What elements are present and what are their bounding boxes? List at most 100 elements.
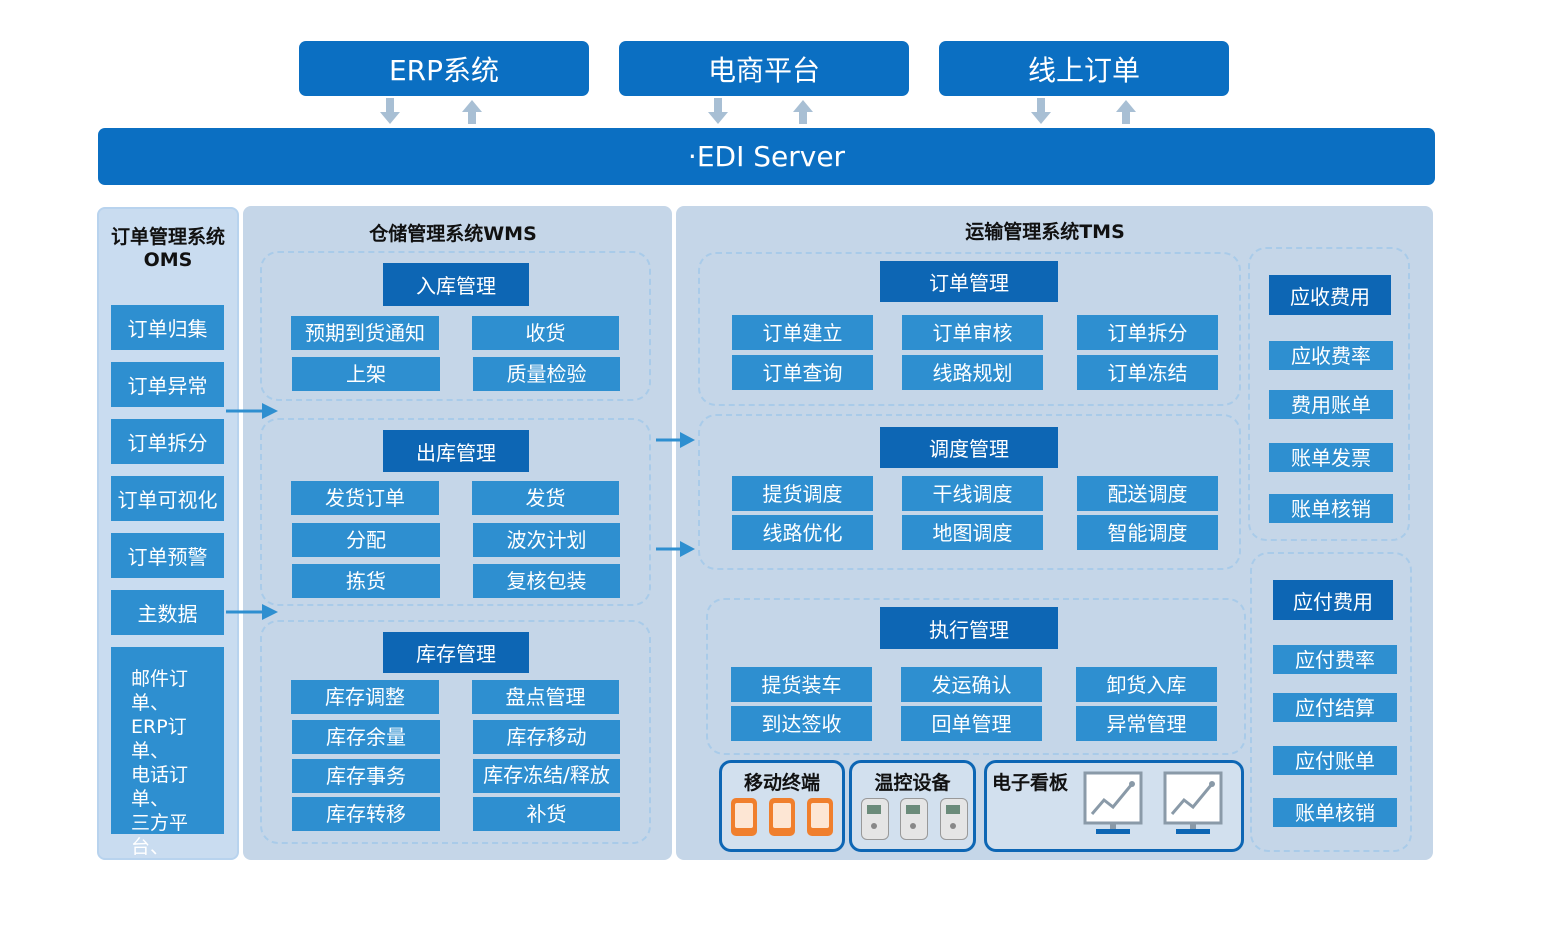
oms-item: 订单归集 <box>111 305 224 350</box>
phone-icon <box>731 798 757 836</box>
tms-dispatch-header: 调度管理 <box>880 427 1058 468</box>
tms-cell: 订单拆分 <box>1077 315 1218 350</box>
receivable-group <box>1248 247 1410 541</box>
down-arrow-icon <box>708 98 728 124</box>
tms-cell: 到达签收 <box>731 706 872 741</box>
wms-cell: 库存转移 <box>292 797 440 831</box>
oms-title-line2: OMS <box>143 249 193 271</box>
temperature-sensor-icon <box>940 798 968 840</box>
tms-order-header: 订单管理 <box>880 261 1058 302</box>
mobile-terminal-title: 移动终端 <box>743 772 820 794</box>
tms-cell: 卸货入库 <box>1076 667 1217 702</box>
oms-item: 订单异常 <box>111 362 224 407</box>
temperature-sensor-icon <box>900 798 928 840</box>
wms-cell: 库存余量 <box>292 720 440 754</box>
oms-title: 订单管理系统 OMS <box>97 226 239 272</box>
tms-cell: 订单建立 <box>732 315 873 350</box>
payable-item: 账单核销 <box>1273 798 1397 827</box>
wms-cell: 分配 <box>292 523 440 557</box>
tms-cell: 地图调度 <box>902 515 1043 550</box>
wms-cell: 质量检验 <box>473 357 620 391</box>
order-source: 三方平台、 <box>131 812 189 858</box>
up-arrow-icon <box>793 100 813 124</box>
down-arrow-icon <box>1031 98 1051 124</box>
tms-cell: 订单冻结 <box>1077 355 1218 390</box>
payable-group <box>1250 552 1412 852</box>
monitor-chart-icon <box>1163 771 1223 834</box>
up-arrow-icon <box>1116 100 1136 124</box>
tms-cell: 线路规划 <box>902 355 1043 390</box>
tms-cell: 配送调度 <box>1077 476 1218 511</box>
tms-execution-group <box>706 598 1246 755</box>
tms-cell: 异常管理 <box>1076 706 1217 741</box>
oms-item: 订单预警 <box>111 533 224 578</box>
tms-cell: 发运确认 <box>901 667 1042 702</box>
order-source: 电话订单、 <box>131 764 189 810</box>
order-source: 邮件订单、 <box>131 668 189 714</box>
payable-header: 应付费用 <box>1273 580 1393 620</box>
oms-item: 订单拆分 <box>111 419 224 464</box>
wms-cell: 库存移动 <box>473 720 620 754</box>
phone-icon <box>769 798 795 836</box>
wms-outbound-group <box>260 418 651 606</box>
monitor-chart-icon <box>1083 771 1143 834</box>
phone-icon <box>807 798 833 836</box>
payable-item: 应付账单 <box>1273 746 1397 775</box>
receivable-item: 账单核销 <box>1269 494 1393 523</box>
edi-server-bar: ·EDI Server <box>98 128 1435 185</box>
down-arrow-icon <box>380 98 400 124</box>
right-arrow-icon <box>656 541 695 557</box>
dashboard-board-title: 电子看板 <box>992 772 1069 794</box>
receivable-item: 应收费率 <box>1269 341 1393 370</box>
wms-outbound-header: 出库管理 <box>383 430 529 472</box>
wms-inventory-group <box>260 620 651 844</box>
erp-system-box: ERP系统 <box>299 41 589 96</box>
wms-cell: 预期到货通知 <box>291 316 439 350</box>
wms-cell: 补货 <box>473 797 620 831</box>
tms-cell: 订单查询 <box>732 355 873 390</box>
wms-cell: 波次计划 <box>473 523 620 557</box>
order-source: ……… <box>131 908 188 930</box>
wms-cell: 库存冻结/释放 <box>473 759 620 793</box>
flow-arrows <box>226 403 695 620</box>
order-source: ERP订单、 <box>131 716 187 762</box>
wms-cell: 拣货 <box>292 564 440 598</box>
wms-inbound-header: 入库管理 <box>383 263 529 306</box>
up-arrow-icon <box>462 100 482 124</box>
wms-cell: 盘点管理 <box>472 680 619 714</box>
wms-inventory-header: 库存管理 <box>383 632 529 673</box>
right-arrow-icon <box>656 432 695 448</box>
tms-dispatch-group <box>698 414 1241 570</box>
oms-title-line1: 订单管理系统 <box>110 226 225 248</box>
receivable-header: 应收费用 <box>1269 275 1391 315</box>
oms-item: 订单可视化 <box>111 476 224 521</box>
wms-cell: 上架 <box>292 357 440 391</box>
receivable-item: 费用账单 <box>1269 390 1393 419</box>
wms-inbound-group <box>260 251 651 401</box>
tms-cell: 提货装车 <box>731 667 872 702</box>
tms-cell: 回单管理 <box>901 706 1042 741</box>
oms-item: 主数据 <box>111 590 224 635</box>
wms-cell: 复核包装 <box>473 564 620 598</box>
sync-arrows <box>380 98 1136 124</box>
wms-cell: 收货 <box>472 316 619 350</box>
tms-execution-header: 执行管理 <box>880 607 1058 649</box>
tms-cell: 智能调度 <box>1077 515 1218 550</box>
wms-cell: 发货订单 <box>291 481 439 515</box>
wms-cell: 库存调整 <box>291 680 439 714</box>
payable-item: 应付结算 <box>1273 693 1397 722</box>
wms-title: 仓储管理系统WMS <box>369 223 537 245</box>
tms-cell: 线路优化 <box>732 515 873 550</box>
tms-cell: 提货调度 <box>732 476 873 511</box>
temperature-sensor-icon <box>861 798 889 840</box>
payable-item: 应付费率 <box>1273 645 1397 674</box>
tms-title: 运输管理系统TMS <box>965 221 1125 243</box>
receivable-item: 账单发票 <box>1269 443 1393 472</box>
tms-cell: 干线调度 <box>902 476 1043 511</box>
wms-cell: 库存事务 <box>292 759 440 793</box>
temperature-device-title: 温控设备 <box>874 772 951 794</box>
tms-order-group <box>698 252 1241 406</box>
online-order-box: 线上订单 <box>939 41 1229 96</box>
right-arrow-icon <box>226 604 278 620</box>
right-arrow-icon <box>226 403 278 419</box>
